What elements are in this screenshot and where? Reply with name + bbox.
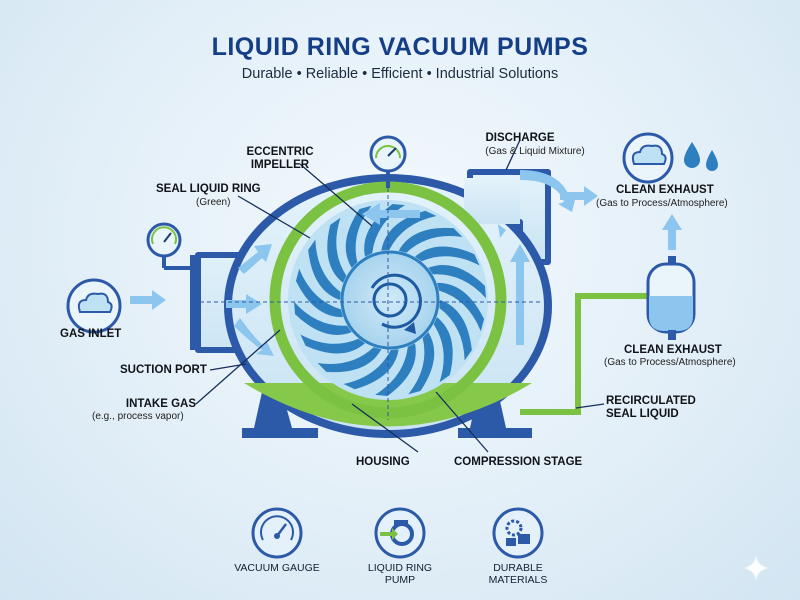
intake-gas-sub: (e.g., process vapor) — [92, 411, 184, 422]
gas-cloud-icon — [66, 278, 122, 334]
liquid-ring-pump-icon — [374, 507, 426, 559]
page-subtitle: Durable • Reliable • Efficient • Industr… — [241, 66, 559, 82]
sparkle-icon — [744, 556, 768, 580]
eccentric-impeller — [294, 204, 486, 396]
seal-liquid-ring-sub: (Green) — [196, 197, 231, 208]
seal-liquid-ring-label: SEAL LIQUID RING — [156, 183, 261, 195]
separator-tank — [646, 256, 696, 340]
impeller-blade — [375, 343, 416, 396]
flow-arrows — [130, 170, 682, 356]
water-droplets-icon — [684, 142, 718, 171]
vacuum-gauge-top — [369, 135, 407, 188]
impeller-blade — [345, 205, 372, 268]
impeller-blade — [408, 332, 435, 395]
impeller-blade — [415, 246, 480, 266]
leader-lines — [195, 139, 605, 453]
impeller-blade — [300, 334, 365, 354]
intake-gas-label: INTAKE GAS — [125, 398, 196, 410]
impeller-blade — [436, 282, 485, 332]
gas-inlet-label: GAS INLET — [60, 328, 122, 340]
inlet-flange — [190, 255, 200, 350]
impeller-blade — [433, 317, 453, 383]
clean-exhaust-top-label: CLEAN EXHAUST — [616, 184, 714, 196]
clean-exhaust-mid-sub: (Gas to Process/Atmosphere) — [604, 357, 736, 368]
vacuum-gauge-left — [146, 222, 196, 270]
compression-stage-label: COMPRESSION STAGE — [454, 456, 583, 468]
impeller-blade — [295, 268, 344, 318]
clean-exhaust-top-sub: (Gas to Process/Atmosphere) — [596, 198, 728, 209]
cloud-exhaust-icon — [622, 132, 674, 184]
impeller-blade — [308, 239, 341, 300]
impeller-hub — [340, 250, 440, 350]
page-title: LIQUID RING VACUUM PUMPS — [211, 33, 589, 61]
impeller-blade — [327, 217, 347, 283]
impeller-blade — [317, 347, 382, 373]
discharge-sub: (Gas & Liquid Mixture) — [485, 146, 585, 157]
impeller-blade — [439, 300, 472, 361]
impeller-blade — [428, 265, 486, 299]
impeller-blade — [343, 349, 399, 390]
suction-port-label: SUCTION PORT — [120, 364, 207, 376]
discharge-label: DISCHARGE — [485, 132, 555, 144]
durable-materials-icon — [492, 507, 544, 559]
clean-exhaust-mid-label: CLEAN EXHAUST — [624, 344, 722, 356]
vacuum-gauge-icon — [251, 507, 303, 559]
impeller-blade — [381, 210, 437, 251]
impeller-blade — [294, 301, 352, 335]
impeller-blade — [398, 227, 463, 253]
vacuum-gauge-caption: VACUUM GAUGE — [234, 562, 320, 574]
housing-label: HOUSING — [356, 456, 410, 468]
recirculation-line — [520, 293, 648, 415]
